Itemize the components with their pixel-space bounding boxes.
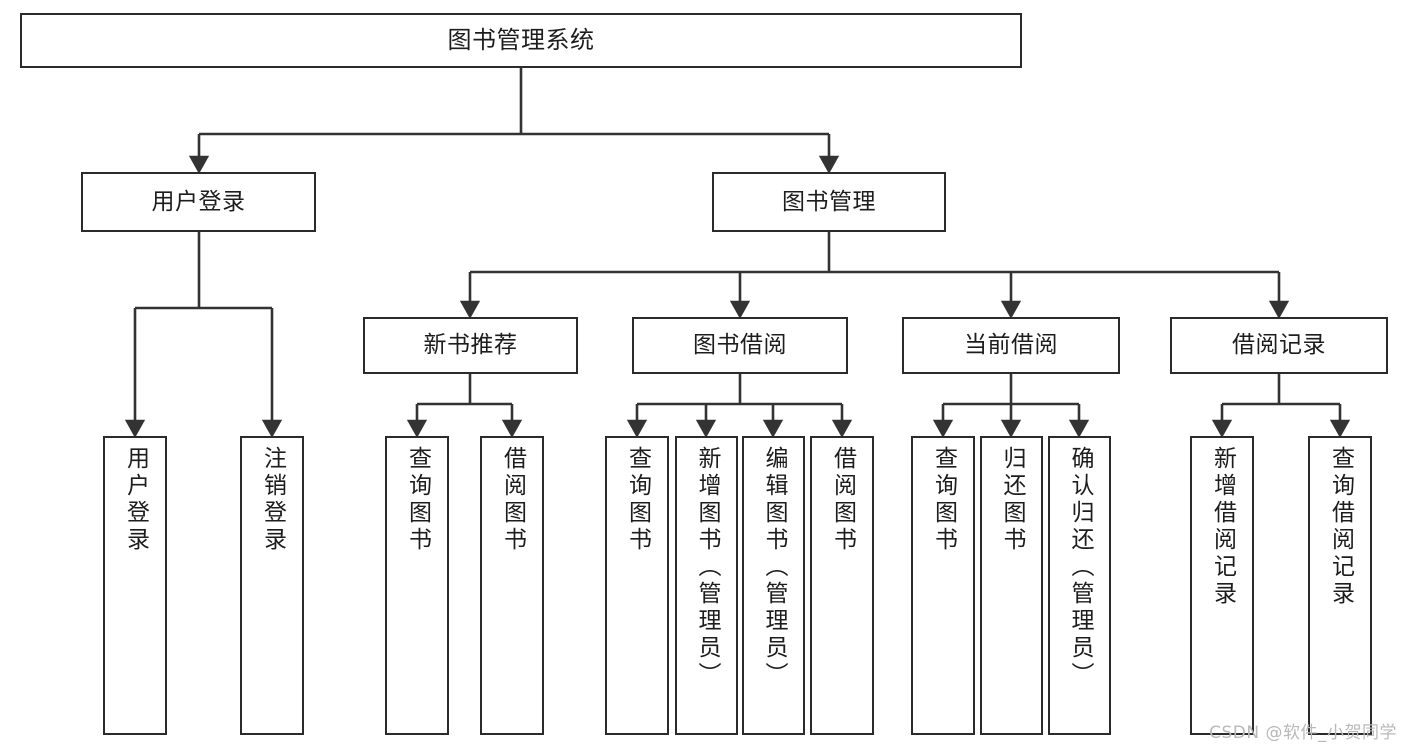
node-leaf-query-book-3[interactable]: 查询图书 — [911, 436, 975, 735]
node-label: 确认归还（管理员） — [1067, 446, 1093, 689]
node-label: 查询图书 — [404, 446, 431, 554]
node-label: 图书管理系统 — [447, 25, 595, 54]
node-leaf-query-book-2[interactable]: 查询图书 — [605, 436, 669, 735]
node-leaf-add-record[interactable]: 新增借阅记录 — [1190, 436, 1254, 735]
node-label: 用户登录 — [151, 188, 246, 215]
node-leaf-borrow-book-2[interactable]: 借阅图书 — [810, 436, 874, 735]
node-leaf-return-book[interactable]: 归还图书 — [980, 436, 1043, 735]
node-leaf-confirm-return[interactable]: 确认归还（管理员） — [1048, 436, 1111, 735]
node-label: 查询借阅记录 — [1327, 446, 1354, 608]
node-current-borrow[interactable]: 当前借阅 — [902, 317, 1120, 374]
node-label: 借阅记录 — [1232, 332, 1326, 359]
node-root-system[interactable]: 图书管理系统 — [20, 13, 1022, 68]
node-label: 查询图书 — [930, 446, 957, 554]
node-user-login[interactable]: 用户登录 — [81, 172, 316, 232]
node-label: 新增借阅记录 — [1209, 446, 1236, 608]
node-leaf-add-book[interactable]: 新增图书（管理员） — [675, 436, 738, 735]
node-label: 注销登录 — [259, 446, 286, 554]
node-label: 用户登录 — [122, 446, 149, 554]
node-label: 归还图书 — [999, 446, 1025, 554]
node-label: 编辑图书（管理员） — [761, 446, 787, 689]
node-leaf-query-book-1[interactable]: 查询图书 — [385, 436, 449, 735]
node-borrow-record[interactable]: 借阅记录 — [1170, 317, 1388, 374]
node-label: 查询图书 — [624, 446, 651, 554]
node-book-manage[interactable]: 图书管理 — [712, 172, 946, 232]
node-leaf-user-login[interactable]: 用户登录 — [103, 436, 167, 735]
node-leaf-logout-login[interactable]: 注销登录 — [240, 436, 304, 735]
node-label: 借阅图书 — [499, 446, 526, 554]
node-label: 新增图书（管理员） — [694, 446, 720, 689]
node-label: 新书推荐 — [423, 332, 518, 359]
node-leaf-borrow-book-1[interactable]: 借阅图书 — [480, 436, 544, 735]
node-label: 借阅图书 — [829, 446, 856, 554]
node-leaf-query-record[interactable]: 查询借阅记录 — [1308, 436, 1372, 735]
node-label: 图书借阅 — [693, 332, 787, 359]
csdn-watermark: CSDN @软件_小贺同学 — [1209, 723, 1397, 743]
node-label: 图书管理 — [782, 188, 876, 215]
node-label: 当前借阅 — [964, 332, 1058, 359]
node-leaf-edit-book[interactable]: 编辑图书（管理员） — [742, 436, 805, 735]
node-book-borrow[interactable]: 图书借阅 — [632, 317, 848, 374]
node-new-book-recommend[interactable]: 新书推荐 — [363, 317, 578, 374]
